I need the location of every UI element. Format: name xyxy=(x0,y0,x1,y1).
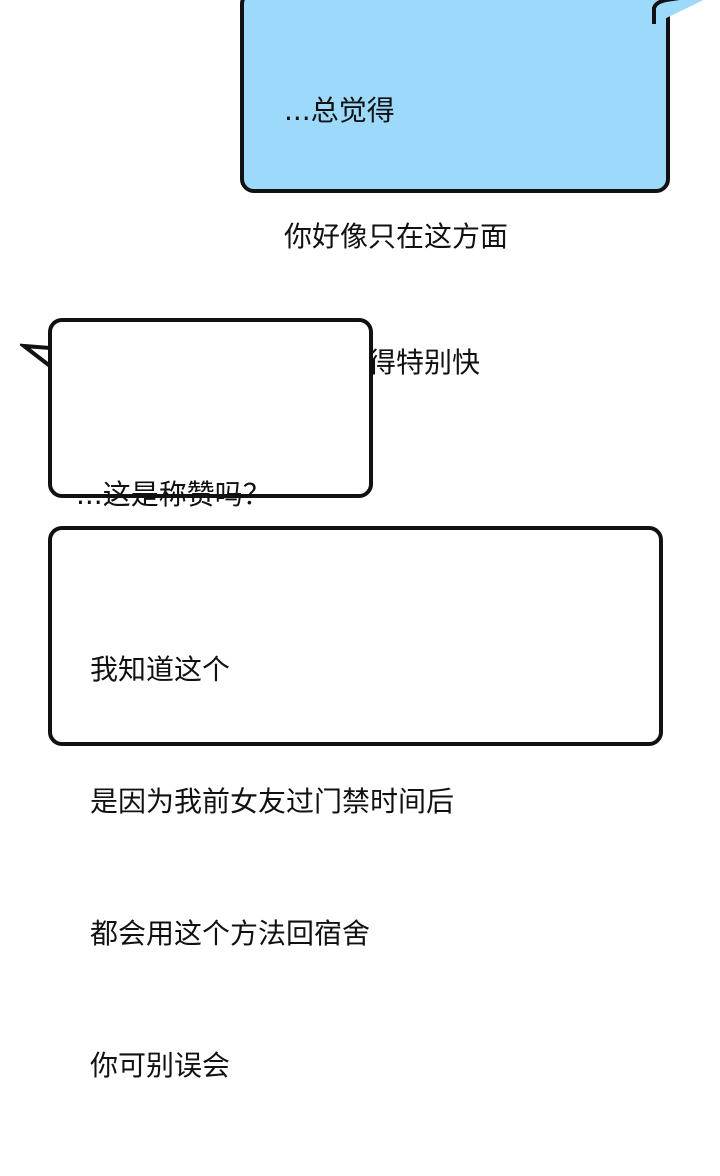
speech-bubble-white: ...这是称赞吗？ xyxy=(48,318,373,511)
speech-bubble-blue: ...总觉得 你好像只在这方面 脑筋动得特别快 xyxy=(240,0,670,379)
bubble-line: 你可别误会 xyxy=(90,1049,231,1082)
bubble-line: 我知道这个 xyxy=(90,653,231,686)
speech-tail-icon xyxy=(652,0,704,24)
bubble-text: 我知道这个 是因为我前女友过门禁时间后 都会用这个方法回宿舍 你可别误会 xyxy=(90,560,454,1176)
bubble-text: ...这是称赞吗？ xyxy=(76,390,271,600)
bubble-line: 都会用这个方法回宿舍 xyxy=(90,917,371,950)
bubble-line: 是因为我前女友过门禁时间后 xyxy=(90,785,455,818)
bubble-line: 你好像只在这方面 xyxy=(284,220,509,253)
speech-bubble-white: 我知道这个 是因为我前女友过门禁时间后 都会用这个方法回宿舍 你可别误会 xyxy=(48,526,663,1082)
bubble-line: ...总觉得 xyxy=(284,94,395,127)
bubble-line: ...这是称赞吗？ xyxy=(76,478,271,511)
